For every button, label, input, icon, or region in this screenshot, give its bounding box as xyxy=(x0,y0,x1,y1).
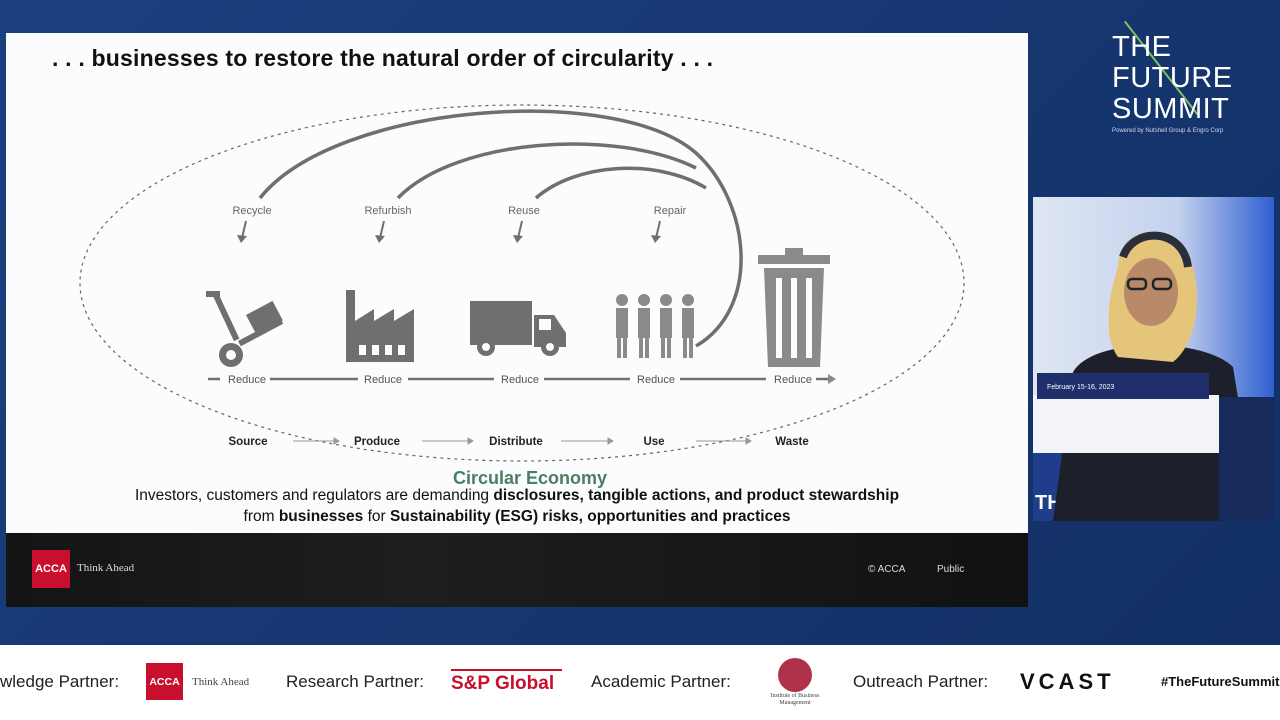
sp-global-bar xyxy=(451,669,562,671)
hand-truck-icon xyxy=(206,291,284,367)
refurbish-loop-arc xyxy=(396,142,697,200)
reduce-label: Reduce xyxy=(364,374,402,386)
people-icon xyxy=(616,294,694,358)
reuse-loop-arc xyxy=(534,166,707,200)
vcast-logo: VCAST xyxy=(1020,669,1115,694)
speaker-video: THE FUTURE February 15-16, 2023 xyxy=(1033,197,1274,521)
brand-line-3: SUMMIT xyxy=(1112,93,1230,125)
research-partner-label: Research Partner: xyxy=(286,672,424,691)
caption-from: from xyxy=(243,508,279,525)
classification-text: Public xyxy=(937,564,965,575)
truck-icon xyxy=(470,301,566,356)
down-arrows xyxy=(237,220,661,243)
caption-investors: Investors, customers and regulators xyxy=(134,487,382,504)
loop-label-reuse: Reuse xyxy=(508,205,540,217)
caption-line-2: from businesses for Sustainability (ESG)… xyxy=(6,508,1028,526)
reduce-label: Reduce xyxy=(637,374,675,386)
factory-icon xyxy=(346,290,414,362)
hashtag-text: #TheFutureSummit xyxy=(1161,674,1280,689)
ibm-logo-text: Institute of Business Management xyxy=(770,693,820,706)
outreach-partner-label: Outreach Partner: xyxy=(853,672,989,691)
sp-global-logo: S&P Global xyxy=(451,673,555,694)
caption-businesses: businesses xyxy=(278,508,364,525)
speaker-illustration: THE FUTURE February 15-16, 2023 xyxy=(1033,197,1274,521)
stage-produce: Produce xyxy=(354,436,400,448)
academic-partner-label: Academic Partner: xyxy=(591,672,731,691)
caption-esg: Sustainability (ESG) risks, opportunitie… xyxy=(389,508,791,525)
stage-source: Source xyxy=(229,436,268,448)
stage-waste: Waste xyxy=(775,436,808,448)
caption-for: for xyxy=(363,508,390,525)
circular-economy-label: Circular Economy xyxy=(453,468,607,488)
caption-disclosures: disclosures, tangible actions, and produ… xyxy=(493,487,900,504)
brand-line-2: FUTURE xyxy=(1112,62,1233,94)
acca-partner-tagline: Think Ahead xyxy=(192,676,250,688)
reduce-arrow-head xyxy=(828,374,836,384)
reduce-labels: Reduce Reduce Reduce Reduce Reduce xyxy=(220,371,816,386)
circularity-diagram: Recycle Refurbish Reuse Repair xyxy=(79,104,965,488)
caption-line-1: Investors, customers and regulators are … xyxy=(6,487,1028,505)
partners-strip: wledge Partner: Research Partner: Academ… xyxy=(0,645,1280,720)
caption-demanding: are demanding xyxy=(381,487,494,504)
circular-economy-ellipse xyxy=(79,104,965,462)
acca-logo: ACCA xyxy=(32,550,70,588)
future-summit-logo: THE FUTURE SUMMIT Powered by Nutshell Gr… xyxy=(1112,31,1233,135)
stage-arrows xyxy=(293,437,752,445)
loop-label-repair: Repair xyxy=(654,205,687,217)
ibm-logo-icon xyxy=(778,658,812,692)
stage-distribute: Distribute xyxy=(489,436,543,448)
brand-line-1: THE xyxy=(1112,31,1172,63)
slide-footer: ACCA Think Ahead © ACCA Public xyxy=(6,533,1028,607)
copyright-text: © ACCA xyxy=(868,564,906,575)
knowledge-partner-label: wledge Partner: xyxy=(0,672,120,691)
loop-label-refurbish: Refurbish xyxy=(364,205,411,217)
presentation-slide: . . . businesses to restore the natural … xyxy=(6,33,1028,607)
trash-bin-icon xyxy=(758,248,830,367)
slide-title: . . . businesses to restore the natural … xyxy=(52,45,714,71)
podium-banner: February 15-16, 2023 xyxy=(1047,384,1114,391)
loop-label-recycle: Recycle xyxy=(232,205,271,217)
acca-partner-logo: ACCA xyxy=(146,663,183,700)
recycle-loop-arc xyxy=(258,109,743,348)
reduce-label: Reduce xyxy=(501,374,539,386)
brand-powered-by: Powered by Nutshell Group & Engro Corp xyxy=(1112,128,1224,134)
stage-use: Use xyxy=(643,436,664,448)
reduce-label: Reduce xyxy=(228,374,266,386)
reduce-label: Reduce xyxy=(774,374,812,386)
acca-tagline: Think Ahead xyxy=(77,562,135,574)
